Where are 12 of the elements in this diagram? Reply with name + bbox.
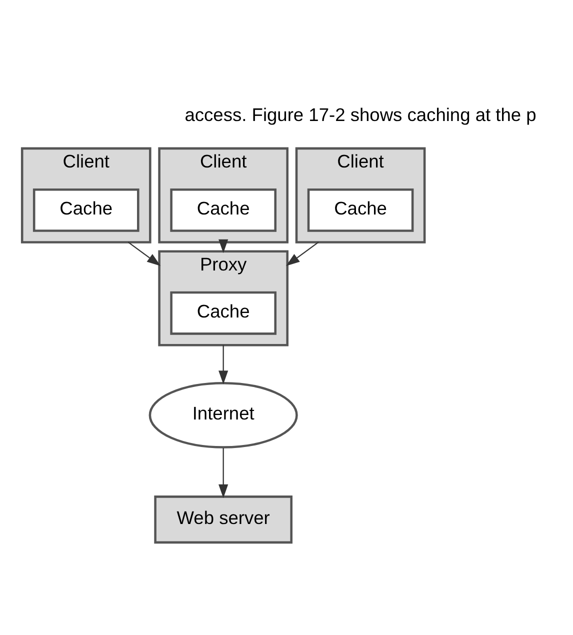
arrow — [218, 344, 228, 384]
node-box: Cache — [170, 188, 276, 232]
node-ellipse: Internet — [148, 381, 298, 448]
arrow — [218, 448, 228, 498]
arrow — [286, 241, 319, 266]
label: access. Figure 17-2 shows caching at the p — [184, 103, 536, 124]
node-box: Cache — [32, 188, 140, 232]
arrow — [218, 238, 228, 253]
node-box: Cache — [307, 188, 414, 232]
arrow — [128, 241, 161, 266]
node-box: Cache — [170, 290, 276, 334]
node-box: Web server — [154, 495, 292, 544]
